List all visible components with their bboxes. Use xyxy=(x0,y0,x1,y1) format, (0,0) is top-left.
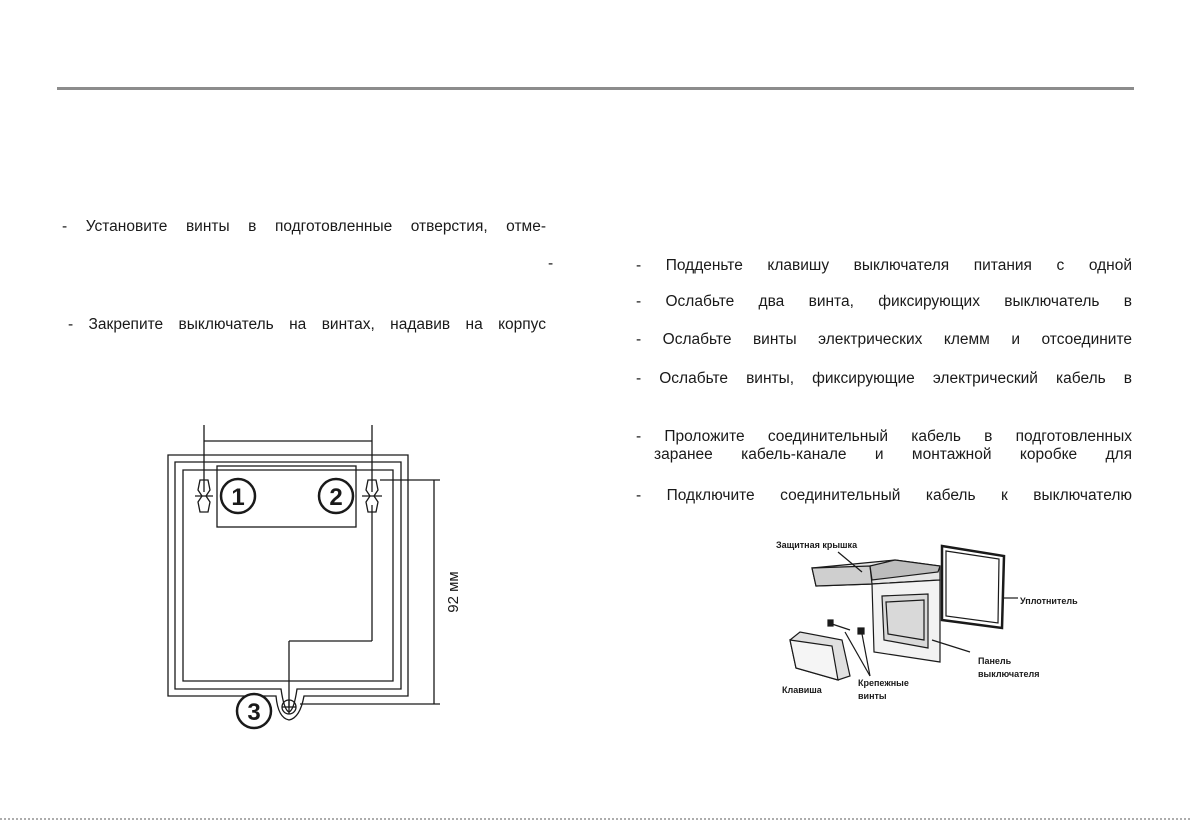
instruction-connect-cable: - Подключите соединительный кабель к вык… xyxy=(636,487,1132,504)
marker-2 xyxy=(317,477,355,515)
marker-2-label: 2 xyxy=(329,484,342,511)
gasket xyxy=(940,544,1006,630)
label-mounting-screws-2: винты xyxy=(858,691,887,701)
marker-3-label: 3 xyxy=(247,699,260,726)
marker-1-label: 1 xyxy=(231,484,244,511)
instruction-lay-cable-cont: заранее кабель-канале и монтажной коробк… xyxy=(654,446,1132,463)
header-rule xyxy=(57,87,1134,90)
mounting-diagram: 1 2 3 92 мм xyxy=(167,425,460,730)
instruction-pry-key: - Подденьте клавишу выключателя питания … xyxy=(636,257,1132,274)
label-protective-cover: Защитная крышка xyxy=(776,540,858,550)
instruction-loosen-terminals: - Ослабьте винты электрических клемм и о… xyxy=(636,331,1132,348)
instruction-loosen-two-screws: - Ослабьте два винта, фиксирующих выключ… xyxy=(636,293,1132,310)
label-key: Клавиша xyxy=(782,685,823,695)
dimension-label: 92 мм xyxy=(445,571,460,612)
switch-exploded-view: Защитная крышка Уплотнитель Панель выклю… xyxy=(776,540,1078,701)
instruction-install-screws: - Установите винты в подготовленные отве… xyxy=(62,218,546,235)
instruction-lay-cable: - Проложите соединительный кабель в подг… xyxy=(636,428,1132,445)
label-mounting-screws-1: Крепежные xyxy=(858,678,909,688)
bottom-screw-icon xyxy=(281,699,297,715)
label-switch-panel-1: Панель xyxy=(978,656,1012,666)
keyhole-left-icon xyxy=(195,479,213,513)
label-gasket: Уплотнитель xyxy=(1020,596,1078,606)
keyhole-right-icon xyxy=(362,479,382,513)
marker-3 xyxy=(235,692,273,730)
instruction-loosen-cable-screws: - Ослабьте винты, фиксирующие электричес… xyxy=(636,370,1132,387)
marker-1 xyxy=(219,477,257,515)
instruction-fix-switch: - Закрепите выключатель на винтах, надав… xyxy=(68,316,546,333)
label-switch-panel-2: выключателя xyxy=(978,669,1040,679)
page-bottom-edge xyxy=(0,818,1192,820)
instruction-dash: - xyxy=(548,255,554,272)
